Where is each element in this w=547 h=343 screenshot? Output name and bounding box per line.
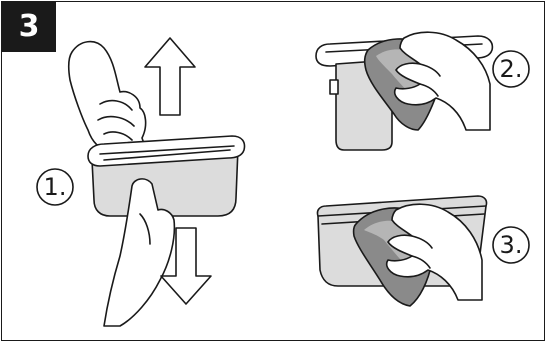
figure-3-cleaning-container [317,196,486,306]
figure-1-removing-lid [69,38,245,326]
step-label-1: 1. [37,169,73,205]
step-label-3: 3. [493,227,529,263]
upper-hand [69,42,146,155]
step-label-1-text: 1. [44,173,67,201]
figure-2-cleaning-lid [316,32,492,150]
step-label-2-text: 2. [500,55,523,83]
step-label-3-text: 3. [500,231,523,259]
up-arrow-icon [145,38,195,115]
step-label-2: 2. [493,51,529,87]
